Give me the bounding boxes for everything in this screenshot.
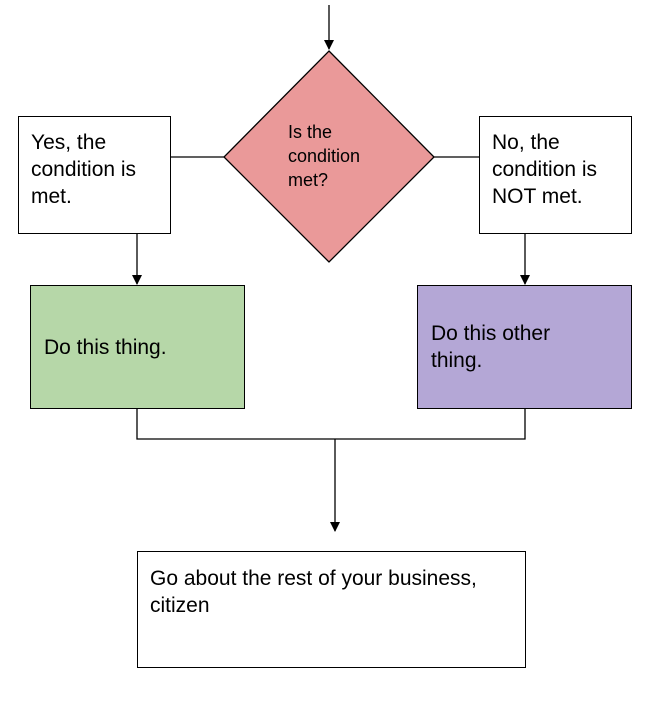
no-action-box: Do this other thing. [417,285,632,409]
yes-action-box: Do this thing. [30,285,245,409]
final-step-box: Go about the rest of your business, citi… [137,551,526,668]
no-condition-box: No, the condition is NOT met. [479,116,632,234]
decision-diamond [223,50,435,263]
no-condition-label: No, the condition is NOT met. [492,131,598,208]
yes-condition-box: Yes, the condition is met. [18,116,171,234]
yes-condition-label: Yes, the condition is met. [31,131,137,208]
yes-action-label: Do this thing. [44,335,167,359]
final-step-label: Go about the rest of your business, citi… [150,567,477,617]
no-action-label: Do this other thing. [431,322,551,372]
decision-question: Is the condition met? [288,122,361,190]
merge-connector [136,409,526,440]
